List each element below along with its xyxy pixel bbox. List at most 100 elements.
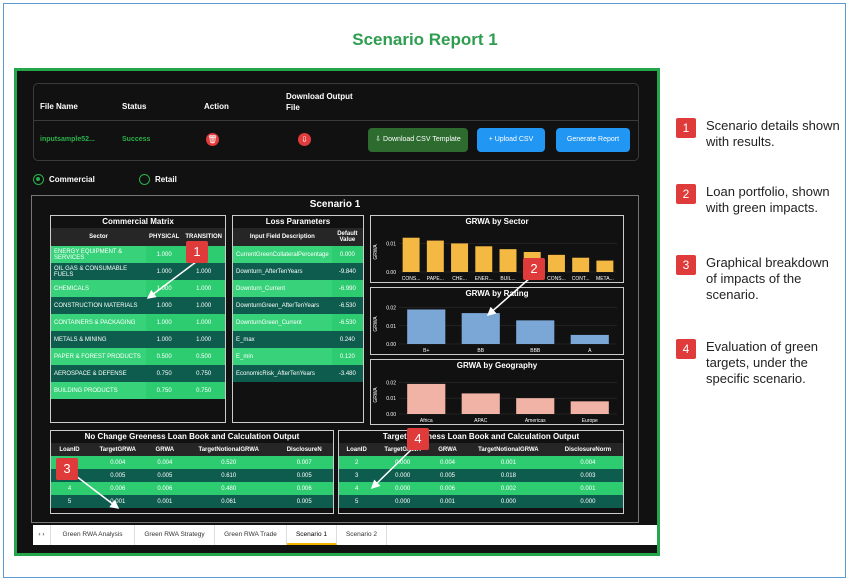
x-tick-label: Africa bbox=[420, 418, 433, 424]
cell: 1.000 bbox=[182, 263, 225, 280]
table-row[interactable]: Downturn_AfterTenYears-9.840 bbox=[233, 263, 363, 280]
nc-header: LoanID bbox=[51, 443, 88, 456]
table-row[interactable]: Downturn_Current-6.990 bbox=[233, 280, 363, 297]
annotation-number: 2 bbox=[676, 184, 696, 204]
cell: 4 bbox=[51, 482, 88, 495]
cell: 1.000 bbox=[182, 314, 225, 331]
loss-title: Loss Parameters bbox=[265, 217, 331, 226]
y-axis-label: GRWA bbox=[373, 316, 379, 332]
cell: 0.500 bbox=[182, 348, 225, 365]
tab-scenario-1[interactable]: Scenario 1 bbox=[287, 525, 337, 545]
x-tick-label: CONT... bbox=[572, 276, 590, 282]
scenario-title: Scenario 1 bbox=[309, 199, 361, 210]
y-tick-label: 0.00 bbox=[386, 270, 396, 276]
tab-scenario-2[interactable]: Scenario 2 bbox=[337, 525, 387, 545]
cell: CONSTRUCTION MATERIALS bbox=[51, 297, 146, 314]
cell: 1.000 bbox=[145, 331, 183, 348]
table-row[interactable]: EconomicRisk_AfterTenYears-3.480 bbox=[233, 365, 363, 382]
nc-header: DisclosureN bbox=[275, 443, 333, 456]
cell: DownturnGreen_Current bbox=[233, 314, 332, 331]
arrow-2 bbox=[486, 277, 531, 316]
marker-4: 4 bbox=[407, 428, 429, 450]
nc-header: TargetNotionalGRWA bbox=[182, 443, 276, 456]
annotation-text: Graphical breakdown of impacts of the sc… bbox=[706, 255, 829, 302]
tg-header: LoanID bbox=[339, 443, 375, 456]
cell: E_max bbox=[233, 331, 332, 348]
cell: 0.000 bbox=[331, 246, 363, 263]
col-download: Download Output File bbox=[286, 92, 353, 112]
bar bbox=[451, 243, 469, 272]
arrow-1 bbox=[146, 261, 197, 299]
cell: 0.750 bbox=[145, 382, 183, 399]
nochange-title: No Change Greeness Loan Book and Calcula… bbox=[84, 432, 300, 441]
bar bbox=[516, 398, 555, 414]
delete-icon[interactable]: 🗑 bbox=[206, 133, 219, 146]
dashboard-app: File Name Status Action Download Output … bbox=[14, 68, 660, 556]
radio-commercial-label: Commercial bbox=[49, 175, 95, 184]
tab-green-rwa-trade[interactable]: Green RWA Trade bbox=[215, 525, 287, 545]
cell: ENERGY EQUIPMENT & SERVICES bbox=[51, 246, 146, 263]
download-icon[interactable]: ⇩ bbox=[298, 133, 311, 146]
cell: OIL GAS & CONSUMABLE FUELS bbox=[51, 263, 146, 280]
cell: 1.000 bbox=[145, 314, 183, 331]
x-tick-label: CONS... bbox=[402, 276, 421, 282]
radio-commercial[interactable] bbox=[33, 174, 44, 185]
cell: 0.061 bbox=[182, 495, 276, 508]
cell: 0.610 bbox=[182, 469, 276, 482]
tab-nav-arrows[interactable]: ‹ › bbox=[33, 525, 51, 545]
outer-frame bbox=[3, 3, 846, 578]
cell: -3.480 bbox=[331, 365, 363, 382]
tab-green-rwa-strategy[interactable]: Green RWA Strategy bbox=[135, 525, 215, 545]
cell: 1.000 bbox=[182, 280, 225, 297]
cell: 0.500 bbox=[145, 348, 183, 365]
cell: CHEMICALS bbox=[51, 280, 146, 297]
table-row[interactable]: DownturnGreen_AfterTenYears-6.530 bbox=[233, 297, 363, 314]
nc-header: TargetGRWA bbox=[87, 443, 148, 456]
x-tick-label: META... bbox=[596, 276, 614, 282]
annotation-number: 3 bbox=[676, 255, 696, 275]
x-tick-label: APAC bbox=[474, 418, 488, 424]
cell: 0.006 bbox=[275, 482, 333, 495]
annotation-number: 4 bbox=[676, 339, 696, 359]
upload-csv-button[interactable]: + Upload CSV bbox=[477, 128, 545, 152]
annotation-number: 1 bbox=[676, 118, 696, 138]
arrow-3 bbox=[75, 475, 120, 509]
cell: 0.001 bbox=[147, 495, 183, 508]
table-row[interactable]: DownturnGreen_Current-6.530 bbox=[233, 314, 363, 331]
y-tick-label: 0.01 bbox=[386, 241, 396, 247]
col-status: Status bbox=[122, 102, 147, 111]
upload-label: Upload CSV bbox=[494, 136, 534, 143]
tab-green-rwa-analysis[interactable]: Green RWA Analysis bbox=[51, 525, 135, 545]
y-axis-label: GRWA bbox=[373, 244, 379, 260]
download-template-button[interactable]: ⇩ Download CSV Template bbox=[368, 128, 468, 152]
generate-report-button[interactable]: Generate Report bbox=[556, 128, 630, 152]
cell: 0.240 bbox=[331, 331, 363, 348]
cell: 1.000 bbox=[182, 331, 225, 348]
cell: 0.001 bbox=[431, 495, 464, 508]
cell: 0.006 bbox=[431, 482, 464, 495]
y-tick-label: 0.00 bbox=[386, 412, 396, 418]
radio-retail[interactable] bbox=[139, 174, 150, 185]
